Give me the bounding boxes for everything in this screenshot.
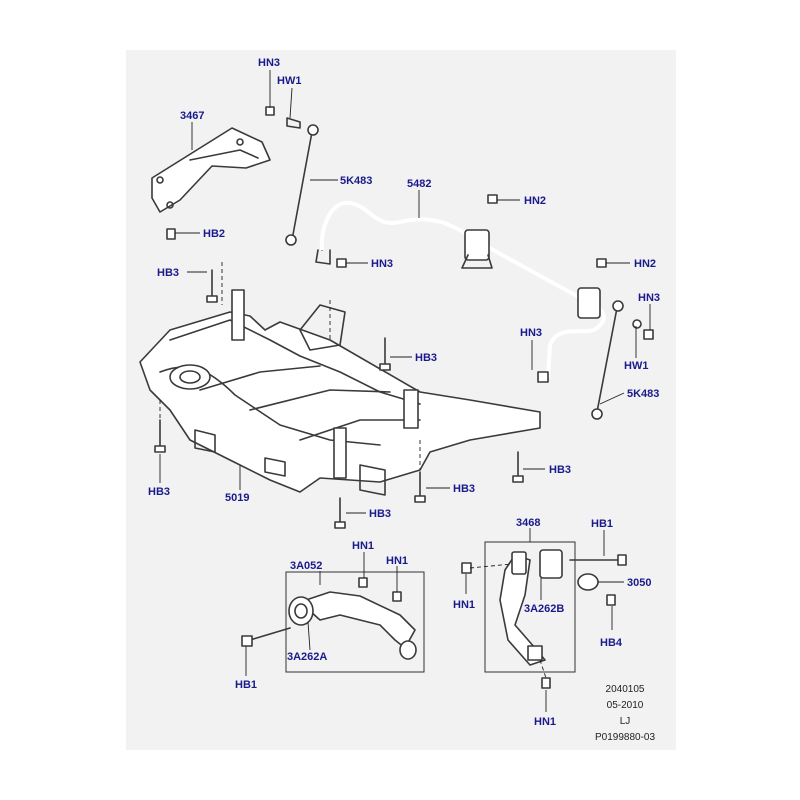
stabilizer-bar-drawing [315,200,606,379]
callout-hb3-bottom: HB3 [369,508,391,520]
callout-hn2-right: HN2 [634,258,656,270]
callout-hb3-center: HB3 [415,352,437,364]
callout-hn3-top: HN3 [258,57,280,69]
leader-lines [159,70,651,712]
callout-hn1-b: HN1 [386,555,408,567]
callout-3a262b: 3A262B [524,603,564,615]
callout-hb3-right: HB3 [549,464,571,476]
callout-hn3-right: HN3 [638,292,660,304]
stabilizer-link-left-drawing [265,106,319,246]
callout-3467: 3467 [180,110,204,122]
callout-hn3-right-low: HN3 [520,327,542,339]
callout-hn2-top: HN2 [524,195,546,207]
drawing-date: 05-2010 [606,700,644,711]
callout-3468: 3468 [516,517,540,529]
callout-hn1-a: HN1 [352,540,374,552]
bracket-3467-drawing [151,127,271,213]
callout-hw1-right: HW1 [624,360,648,372]
drawing-initials: LJ [619,716,631,727]
callout-hn1-bottom: HN1 [534,716,556,728]
subframe-drawing [139,289,541,496]
callout-hb3-left: HB3 [148,486,170,498]
callout-3050: 3050 [627,577,651,589]
nuts-drawing [166,194,654,383]
callout-5019: 5019 [225,492,249,504]
callout-hb2: HB2 [203,228,225,240]
callout-hw1-top: HW1 [277,75,301,87]
callout-3a052: 3A052 [290,560,322,572]
callout-hb1-left: HB1 [235,679,257,691]
stabilizer-link-right-drawing [591,300,642,420]
drawing-reference: P0199880-03 [594,732,656,743]
callout-hb4: HB4 [600,637,623,649]
callout-hb3-upper-left: HB3 [157,267,179,279]
callout-hb1-right: HB1 [591,518,613,530]
callout-5k483-left: 5K483 [340,175,372,187]
callout-labels: HN3 HW1 3467 5K483 5482 HN2 HB2 HN3 HB3 … [148,57,660,728]
bolts-hb3-drawing [154,262,524,529]
callout-5482: 5482 [407,178,431,190]
callout-3a262a: 3A262A [287,651,327,663]
lower-arm-left-drawing [241,571,425,673]
drawing-number: 2040105 [605,684,645,695]
callout-hb3-bottom-right: HB3 [453,483,475,495]
callout-5k483-right: 5K483 [627,388,659,400]
callout-hn1-left-lower: HN1 [453,599,475,611]
upper-arm-right-drawing [461,541,627,689]
callout-hn3-mid: HN3 [371,258,393,270]
